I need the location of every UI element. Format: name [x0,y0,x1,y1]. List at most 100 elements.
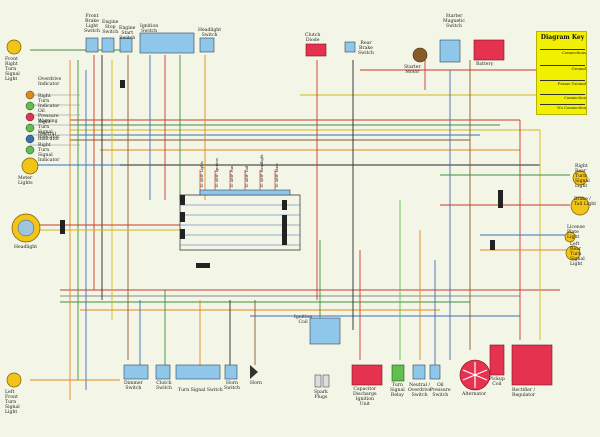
rectifier-regulator-label: Rectifier / Regulator [512,388,536,398]
ignition-switch-label: Ignition Switch [140,24,159,34]
right-turn-indicator-label: Right Turn Indicator [38,94,60,109]
diagram-key-title: Diagram Key [540,34,585,41]
rear-brake-switch-label: Rear Brake Switch [358,41,374,56]
connector-4 [282,200,287,210]
connector-1 [180,195,185,205]
connector-8 [490,240,495,250]
rear-brake-switch-box [344,41,356,53]
alternator-windings-icon [462,362,488,388]
spark-plugs-label: Spark Plugs [314,390,328,400]
connector-9 [196,263,210,268]
meter-lights-icon [21,157,39,175]
capacitor-discharge-label: Capacitor Discharge Ignition Unit [353,387,377,407]
key-item-connection: Connection [564,95,586,100]
clutch-diode-label: Clutch Diode [305,33,321,43]
license-plate-light-label: License Plate Light [567,225,585,240]
alternator-label: Alternator [462,392,487,397]
dimmer-switch-box [123,364,149,380]
horn-switch-label: Horn Switch [224,381,240,391]
connector-3 [180,229,185,239]
ignition-coil-label: Ignition Coil [294,315,313,325]
wire-indicators [30,94,80,146]
meter-lights-label: Meter Lights [18,176,33,186]
left-front-turn-label: Left Front Turn Signal Light [5,390,20,415]
key-frame-ground-line [540,80,585,81]
wire-harness-rows [180,204,300,246]
oil-pressure-icon [25,112,35,122]
right-turn-signal-indicator-label: Right Turn Signal Indicator [38,120,60,140]
starter-motor-icon [412,47,428,63]
horn-label: Horn [250,381,262,386]
horn-icon [250,365,258,379]
connector-2 [180,212,185,222]
engine-start-switch-box [119,37,133,53]
key-connection-line [540,94,585,95]
fuse-label-6: 10 AMP Main [275,163,279,188]
connector-7 [60,220,65,234]
oil-pressure-switch-box [429,364,441,380]
left-rear-turn-label: Left Rear Turn Signal Light [570,242,585,267]
fuse-label-3: 10 AMP Fan [230,165,234,188]
key-item-ground: Ground [571,66,586,71]
pickup-coil-label: Pickup Coil [489,377,505,387]
spark-plug-1-icon [314,374,322,388]
starter-motor-label: Starter Motor [404,65,421,75]
neutral-indicator-icon [25,134,35,144]
fuse-label-4: 10 AMP Tail [245,165,249,188]
starter-magnetic-switch-label: Starter Magnetic Switch [443,14,465,29]
turn-signal-switch-label: Turn Signal Switch [178,388,223,393]
spark-plug-2-icon [322,374,330,388]
headlight-label: Headlight [14,245,38,250]
headlight-switch-box [199,37,215,53]
turn-signal-relay-box [391,364,405,382]
overdrive-indicator-label: Overdrive Indicator [38,77,62,87]
connector-6 [120,80,125,88]
cdi-box [351,364,383,386]
diagram-key: Diagram Key Connections Ground Frame Gro… [536,31,587,115]
right-rear-turn-icon [572,170,588,186]
connector-5 [282,215,287,245]
front-brake-switch-label: Front Brake Light Switch [84,14,100,34]
neutral-switch-box [412,364,426,380]
clutch-diode-box [305,43,327,57]
key-item-connections: Connections [562,50,586,55]
oil-pressure-switch-label: Oil Pressure Switch [430,383,451,398]
license-plate-light-icon [564,231,576,243]
overdrive-indicator-icon [25,90,35,100]
front-left-turn-icon [6,372,22,388]
headlight-switch-label: Headlight Switch [198,28,222,38]
ignition-switch-box [139,32,195,54]
turn-indicator-icon [25,123,35,133]
horn-switch-box [224,364,238,380]
front-brake-switch-box [85,37,99,53]
battery-box [473,39,505,61]
fuse-label-5: 10 AMP Headlight [260,154,264,188]
front-right-turn-icon [6,39,22,55]
key-item-frame-ground: Frame Ground [557,81,586,86]
wire-fuse-drops [199,170,276,195]
right-turn-indicator-icon [25,101,35,111]
neutral-indicator-label: Neutral Indicator [38,132,60,142]
starter-magnetic-switch-box [439,39,461,63]
turn-indicator-2-icon [25,145,35,155]
key-no-connection-line [540,104,585,105]
battery-label: Battery [476,62,494,67]
turn-signal-switch-box [175,364,221,380]
clutch-switch-label: Clutch Switch [156,381,172,391]
brake-tail-light-icon [570,196,590,216]
right-turn-indicator-2-label: Right Turn Signal Indicator [38,143,60,163]
right-rear-turn-label: Right Rear Turn Signal Light [575,164,590,189]
front-right-turn-label: Front Right Turn Signal Light [5,57,20,82]
key-item-no-connection: No Connection [557,105,586,110]
fuse-label-2: 10 AMP Ignition [215,158,219,188]
engine-start-switch-label: Engine Start Switch [119,26,136,41]
clutch-switch-box [155,364,171,380]
left-rear-turn-icon [565,245,581,261]
key-connections-line [540,49,585,50]
dimmer-switch-label: Dimmer Switch [124,381,143,391]
neutral-switch-label: Neutral / Overdrive Switch [408,383,432,398]
engine-stop-switch-box [101,37,115,53]
brake-tail-light-label: Brake / Tail Light [574,197,597,207]
key-ground-line [540,65,585,66]
